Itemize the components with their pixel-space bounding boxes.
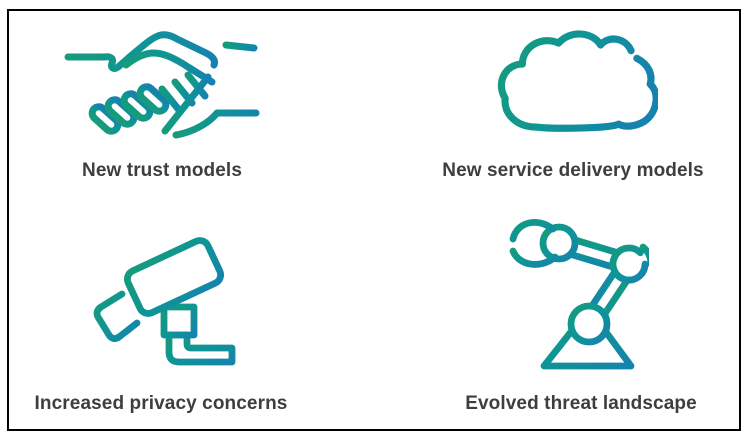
robot-claw-joint xyxy=(539,223,579,263)
robot-claw-upper-prong xyxy=(509,219,557,243)
camera-body xyxy=(123,237,225,317)
label-new-service-delivery-models: New service delivery models xyxy=(442,160,704,181)
robot-arm-icon-svg xyxy=(509,219,649,370)
robot-arm-icon xyxy=(501,211,649,374)
robot-strokes xyxy=(509,219,649,370)
cloud-strokes xyxy=(497,30,658,132)
security-camera-icon xyxy=(89,231,239,373)
camera-mount-arm xyxy=(165,331,236,366)
cloud-icon-svg xyxy=(497,30,658,132)
handshake-strokes xyxy=(64,31,260,139)
camera-strokes xyxy=(93,237,236,366)
label-increased-privacy-concerns: Increased privacy concerns xyxy=(34,393,288,414)
handshake-icon-svg xyxy=(64,31,260,139)
robot-lower-joint xyxy=(567,302,611,346)
cloud-icon xyxy=(484,24,658,148)
security-camera-icon-svg xyxy=(93,237,236,366)
robot-elbow-detail xyxy=(639,243,649,267)
robot-elbow-joint xyxy=(609,244,649,284)
label-new-trust-models: New trust models xyxy=(82,160,242,181)
label-evolved-threat-landscape: Evolved threat landscape xyxy=(465,393,697,414)
camera-neck xyxy=(160,303,198,339)
robot-claw-lower-prong xyxy=(509,247,559,268)
slide-frame: New trust models New service delivery mo… xyxy=(7,9,741,431)
camera-lens-hood xyxy=(93,290,141,342)
handshake-icon xyxy=(64,27,260,147)
